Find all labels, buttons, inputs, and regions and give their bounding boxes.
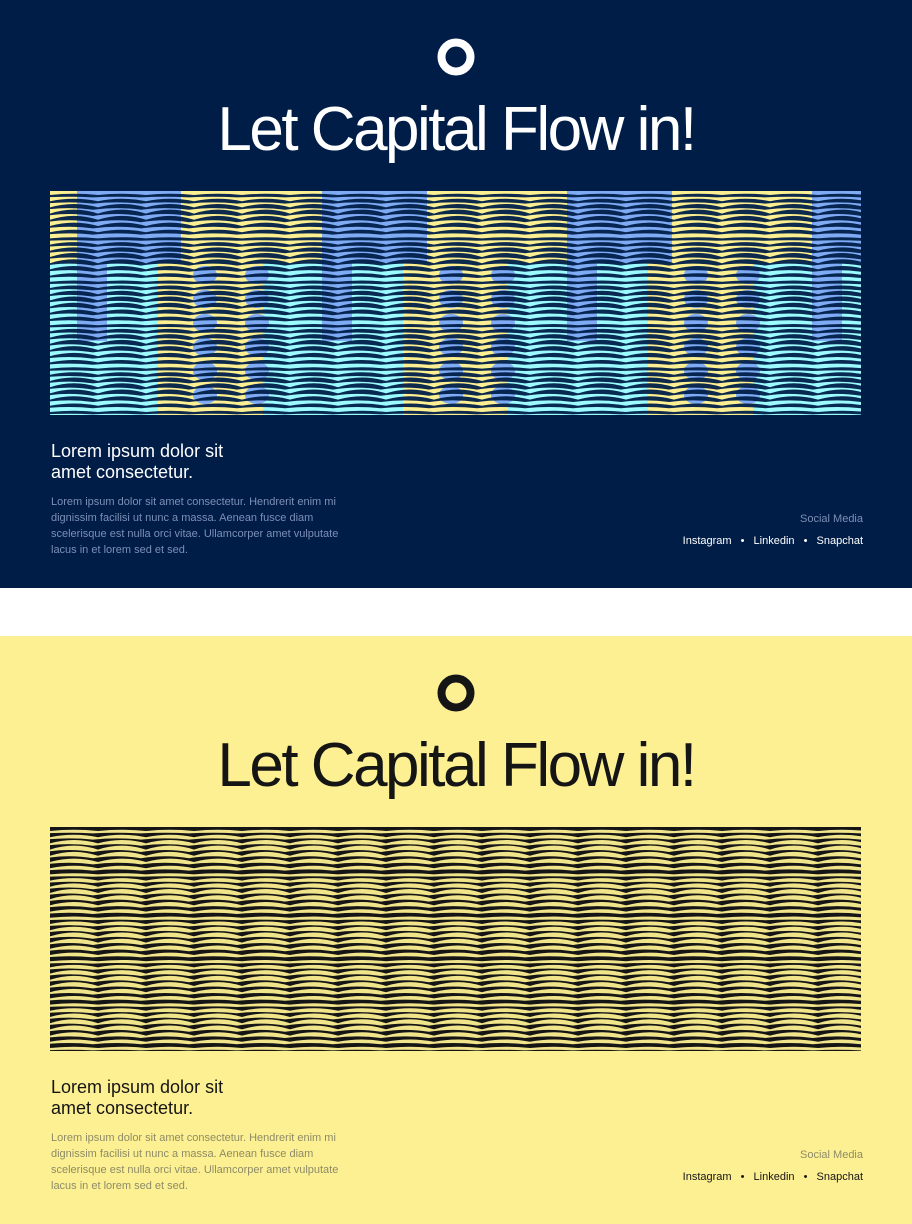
wave-pattern-artwork (50, 191, 861, 415)
snapchat-link[interactable]: Snapchat (816, 535, 863, 547)
instagram-link[interactable]: Instagram (682, 1171, 732, 1183)
instagram-link[interactable]: Instagram (682, 535, 732, 547)
poster-dark: Let Capital Flow in! Lorem ipsum dolor s… (0, 0, 912, 588)
subheading: Lorem ipsum dolor sit amet consectetur. (51, 1077, 311, 1119)
separator-dot: • (803, 535, 808, 547)
subheading-line-2: amet consectetur. (51, 1098, 194, 1118)
body-paragraph: Lorem ipsum dolor sit amet consectetur. … (51, 1132, 339, 1192)
body-paragraph: Lorem ipsum dolor sit amet consectetur. … (51, 496, 339, 556)
social-media-block: Social Media Instagram • Linkedin • Snap… (683, 511, 863, 549)
social-media-title: Social Media (800, 513, 863, 525)
ring-logo-icon (437, 38, 475, 76)
headline: Let Capital Flow in! (217, 95, 697, 164)
subheading: Lorem ipsum dolor sit amet consectetur. (51, 441, 311, 483)
snapchat-link[interactable]: Snapchat (816, 1171, 863, 1183)
social-links: Instagram • Linkedin • Snapchat (683, 1169, 863, 1185)
separator-dot: • (740, 535, 745, 547)
social-links: Instagram • Linkedin • Snapchat (683, 533, 863, 549)
social-media-title: Social Media (800, 1149, 863, 1161)
headline: Let Capital Flow in! (217, 731, 697, 800)
subheading-line-1: Lorem ipsum dolor sit (51, 441, 224, 461)
separator-dot: • (740, 1171, 745, 1183)
subheading-line-1: Lorem ipsum dolor sit (51, 1077, 224, 1097)
ring-logo-icon (437, 674, 475, 712)
subheading-line-2: amet consectetur. (51, 462, 194, 482)
separator-dot: • (803, 1171, 808, 1183)
poster-light: Let Capital Flow in! Lorem ipsum dolor s… (0, 636, 912, 1224)
wave-pattern-artwork (50, 827, 861, 1051)
linkedin-link[interactable]: Linkedin (753, 1171, 795, 1183)
social-media-block: Social Media Instagram • Linkedin • Snap… (683, 1147, 863, 1185)
linkedin-link[interactable]: Linkedin (753, 535, 795, 547)
